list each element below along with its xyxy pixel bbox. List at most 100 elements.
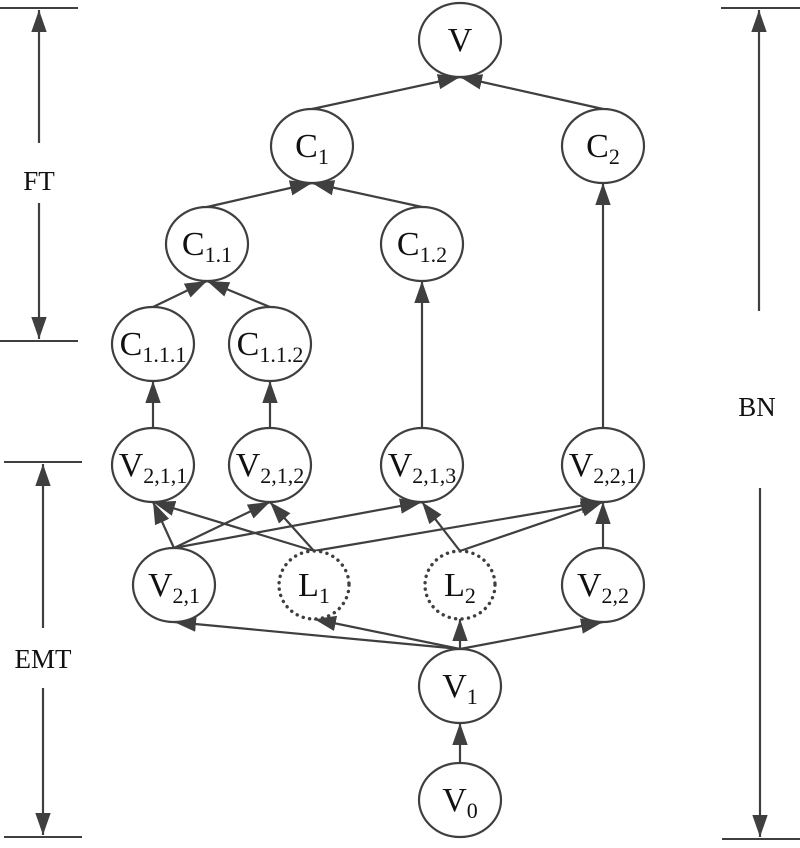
node-label-subscript: 0 [467,798,478,823]
node-label-subscript: 1.1.2 [259,342,303,367]
node-label-subscript: 1.2 [420,242,448,267]
node-ellipse [227,305,313,383]
node-label-main: C [182,226,205,263]
node-label-main: V [388,447,413,484]
node-label-subscript: 2,2 [602,583,630,608]
node-label-main: V [119,447,144,484]
node-label: C2 [586,128,620,169]
node-label-main: V [442,782,467,819]
node-label-main: V [569,447,594,484]
node-label: V0 [442,782,478,823]
edge-l2-to-v2-1-3 [421,501,461,552]
node-label-main: V [236,447,261,484]
node-label: L1 [298,567,330,608]
node-v0: V0 [417,761,503,839]
node-v2-1-1: V2,1,1 [110,426,196,504]
edge-v1-to-l1 [313,615,461,651]
node-label-main: V [448,22,473,59]
node-v: V [417,1,503,79]
node-label: C1.1.1 [120,326,187,367]
node-ellipse [110,305,196,383]
node-label-subscript: 1 [318,144,329,169]
node-label-main: L [444,567,465,604]
node-c1-2: C1.2 [379,205,465,283]
edges [145,74,611,763]
node-ellipse [131,546,217,624]
edge-c1-2-to-c1 [311,180,423,209]
node-label: V [448,22,473,59]
node-label: V2,1 [148,567,200,608]
edge-c1-to-v [311,74,461,111]
node-ellipse [560,107,646,185]
node-ellipse [269,107,355,185]
edge-c2-to-v [459,74,604,111]
node-label-main: C [586,128,609,165]
node-label-main: V [442,668,467,705]
node-label: C1 [295,128,329,169]
node-v2-1: V2,1 [131,546,217,624]
node-c1-1: C1.1 [164,205,250,283]
node-ellipse [110,426,196,504]
node-label-subscript: 2 [609,144,620,169]
node-ellipse [164,205,250,283]
node-ellipse [379,426,465,504]
range-bn: BN [721,7,800,840]
node-ellipse [417,1,503,79]
node-label-main: L [298,567,319,604]
node-label: V2,1,3 [388,447,457,488]
node-label-subscript: 2,1,3 [412,463,456,488]
edge-l1-to-v2-1-2 [269,501,315,552]
node-label: V2,2,1 [569,447,638,488]
node-label-subscript: 1 [319,583,330,608]
edge-l1-to-v2-2-1 [313,498,604,553]
range-ft: FT [0,7,78,342]
latent-node-ellipse [277,549,351,621]
node-c1-1-1: C1.1.1 [110,305,196,383]
node-label-main: C [237,326,260,363]
node-v2-2: V2,2 [560,546,646,624]
range-emt: EMT [4,461,82,838]
node-l1: L1 [277,549,351,621]
node-v2-1-3: V2,1,3 [379,426,465,504]
node-label-subscript: 2,2,1 [593,463,637,488]
edge-v1-to-v2-1 [173,616,461,651]
node-label: V2,1,2 [236,447,305,488]
node-label-main: C [295,128,318,165]
edge-v2-1-to-v2-1-1 [151,501,176,549]
node-c1-1-2: C1.1.2 [227,305,313,383]
ft-label: FT [23,166,55,196]
node-label: V1 [442,668,478,709]
node-label-subscript: 2 [465,583,476,608]
edge-l1-to-v2-1-1 [152,500,315,553]
edge-v2-1-to-v2-1-3 [173,498,423,550]
node-label: V2,1,1 [119,447,188,488]
latent-node-ellipse [423,549,497,621]
edge-c1-1-1-to-c1-1 [152,280,208,308]
node-label: C1.2 [397,226,447,267]
edge-l2-to-v2-2-1 [459,500,604,553]
node-label: V2,2 [577,567,629,608]
node-v2-1-2: V2,1,2 [227,426,313,504]
node-label: L2 [444,567,476,608]
node-label-subscript: 1.1 [205,242,233,267]
edge-c1-1-2-to-c1-1 [206,279,271,309]
node-label-main: V [148,567,173,604]
node-label-subscript: 1.1.1 [142,342,186,367]
node-label-subscript: 2,1,1 [143,463,187,488]
node-label-subscript: 2,1 [173,583,201,608]
node-label-main: C [397,226,420,263]
node-label: C1.1 [182,226,232,267]
node-ellipse [560,546,646,624]
edge-c1-1-to-c1 [206,180,313,209]
edge-v1-to-v2-2 [459,618,604,651]
edge-v2-1-to-v2-1-2 [173,501,271,549]
node-c2: C2 [560,107,646,185]
node-ellipse [560,426,646,504]
node-v1: V1 [417,647,503,725]
node-ellipse [227,426,313,504]
bn-label: BN [738,392,776,422]
node-ellipse [379,205,465,283]
node-label-main: V [577,567,602,604]
